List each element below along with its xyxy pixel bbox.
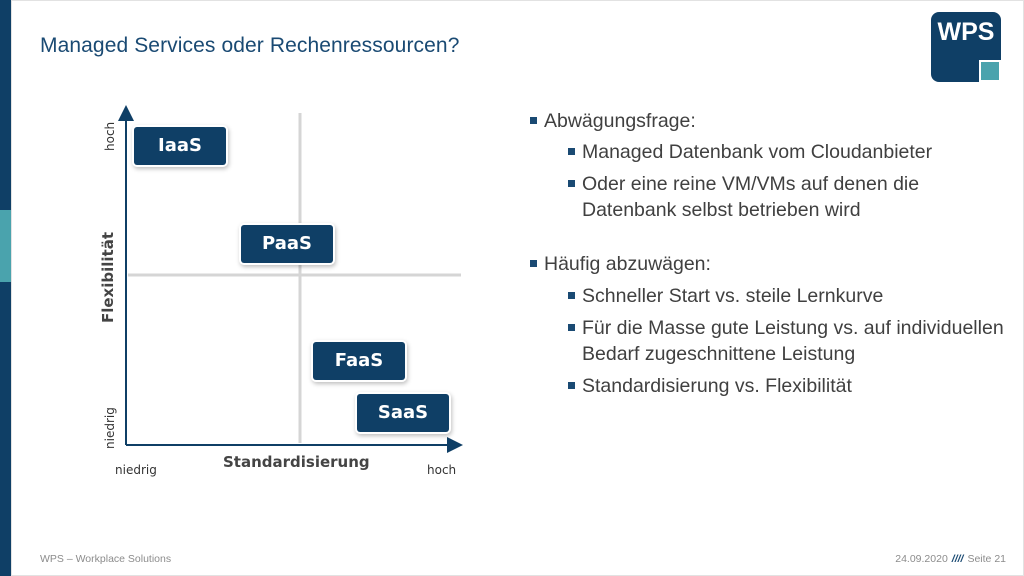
x-axis-title: Standardisierung <box>223 453 370 471</box>
bullet-level2: Für die Masse gute Leistung vs. auf indi… <box>530 315 1010 367</box>
footer-company: WPS – Workplace Solutions <box>40 553 172 565</box>
bullet-level2: Oder eine reine VM/VMs auf denen die Dat… <box>530 171 1010 223</box>
bullet-level2: Standardisierung vs. Flexibilität <box>530 373 1010 399</box>
footer-date: 24.09.2020 <box>895 553 948 565</box>
y-axis-low-label: niedrig <box>103 407 117 449</box>
diagram-axes <box>118 105 463 453</box>
slide-title: Managed Services oder Rechenressourcen? <box>40 34 460 57</box>
y-axis-title: Flexibilität <box>99 231 117 323</box>
footer-separator: //// <box>951 553 964 565</box>
footer-meta: 24.09.2020////Seite 21 <box>895 553 1006 565</box>
bullet-level1: Abwägungsfrage: <box>530 108 1010 134</box>
x-axis-high-label: hoch <box>427 463 457 477</box>
left-accent-highlight <box>0 210 11 282</box>
logo-square-icon <box>979 60 1001 82</box>
left-accent-bar <box>0 0 11 576</box>
wps-logo: WPS <box>931 12 1001 82</box>
quadrant-item-paas: PaaS <box>241 225 333 263</box>
footer-page-number: Seite 21 <box>967 553 1006 565</box>
bullet-level2: Schneller Start vs. steile Lernkurve <box>530 283 1010 309</box>
bullet-level2: Managed Datenbank vom Cloudanbieter <box>530 139 1010 165</box>
quadrant-item-saas: SaaS <box>357 394 449 432</box>
quadrant-item-iaas: IaaS <box>134 127 226 165</box>
logo-text: WPS <box>937 18 995 46</box>
quadrant-item-faas: FaaS <box>313 342 405 380</box>
x-axis-low-label: niedrig <box>115 463 157 477</box>
service-model-diagram: IaaS PaaS FaaS SaaS niedrig hoch Standar… <box>95 105 475 485</box>
bullet-level1: Häufig abzuwägen: <box>530 251 1010 277</box>
y-axis-high-label: hoch <box>103 121 117 151</box>
bullet-list: Abwägungsfrage: Managed Datenbank vom Cl… <box>530 108 1010 399</box>
